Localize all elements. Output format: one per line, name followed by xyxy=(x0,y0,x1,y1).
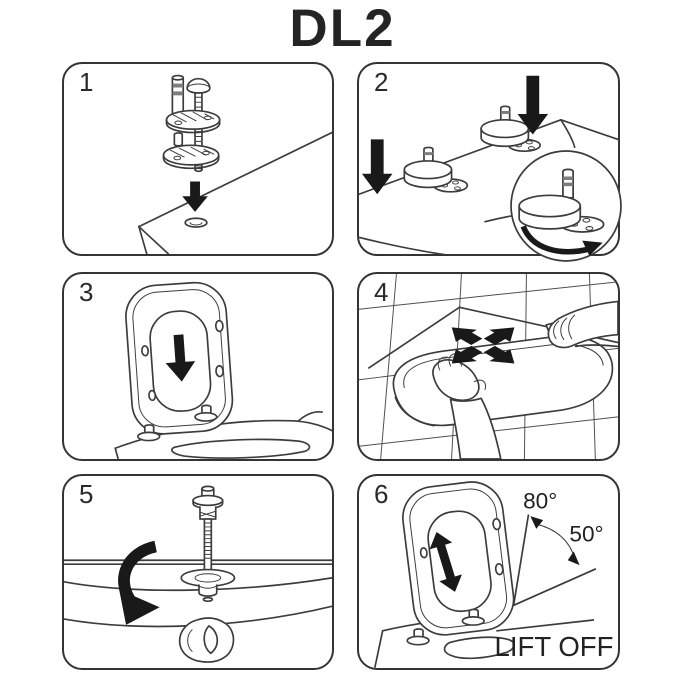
step-number: 2 xyxy=(374,67,389,97)
seat-lid-closed xyxy=(392,335,614,427)
hinge-disc-left xyxy=(403,146,469,193)
bumper xyxy=(214,319,224,333)
angle-open-label: 80° xyxy=(523,488,557,513)
step-4-panel: 4 xyxy=(357,272,620,461)
step-3-panel: 3 xyxy=(62,272,334,461)
down-arrow-icon xyxy=(517,75,549,135)
step-4-illustration xyxy=(359,274,618,459)
step-number: 3 xyxy=(79,277,94,307)
washer-plate-lower xyxy=(162,144,220,170)
four-way-arrows-icon xyxy=(451,327,515,364)
hinge-caps xyxy=(137,404,218,442)
seat-lid xyxy=(402,481,515,636)
left-hand xyxy=(432,353,502,459)
step-3-illustration xyxy=(114,281,332,459)
lift-off-caption: LIFT OFF xyxy=(494,631,613,662)
step-number: 6 xyxy=(374,479,389,509)
washer-plate-upper xyxy=(165,109,221,134)
bumper xyxy=(494,563,504,576)
right-hand xyxy=(545,300,618,349)
bumper xyxy=(141,345,150,357)
down-arrow-icon xyxy=(361,139,393,195)
down-arrow-icon xyxy=(182,181,208,212)
ceramic-surface xyxy=(138,131,332,254)
turn-arrow-icon xyxy=(118,540,160,625)
step-6-panel: 6 xyxy=(357,474,620,670)
hinge-disc-right xyxy=(480,105,542,152)
down-arrow-icon xyxy=(165,334,196,382)
hinge-rotation-detail xyxy=(510,150,622,262)
step-number: 5 xyxy=(79,479,94,509)
bumper xyxy=(492,517,502,531)
angle-liftoff-label: 50° xyxy=(569,522,603,547)
step-number: 4 xyxy=(374,277,389,307)
fixing-hole xyxy=(184,217,208,228)
rotate-arrow-icon xyxy=(520,225,603,256)
angle-fan-icon xyxy=(512,514,597,607)
hinge-disc xyxy=(518,168,605,233)
bumper xyxy=(215,364,224,378)
detail-inset-circle xyxy=(509,149,623,263)
hinge-caps xyxy=(406,608,485,646)
page-title: DL2 xyxy=(289,0,396,58)
toilet-bowl xyxy=(114,411,332,459)
wing-nut xyxy=(178,617,235,663)
up-down-arrow-icon xyxy=(429,531,462,592)
step-1-illustration xyxy=(138,74,332,254)
seat-lid xyxy=(125,281,234,435)
step-6-illustration: 80° 50° LIFT OFF xyxy=(373,481,613,668)
step-number: 1 xyxy=(79,67,94,97)
expansion-pin xyxy=(171,74,185,118)
step-5-illustration xyxy=(64,485,332,663)
bumper xyxy=(148,389,157,402)
step-1-panel: 1 xyxy=(62,62,334,256)
washer xyxy=(180,568,236,603)
plate-peg xyxy=(173,132,184,147)
bumper xyxy=(419,547,428,559)
step-5-panel: 5 xyxy=(62,474,334,670)
